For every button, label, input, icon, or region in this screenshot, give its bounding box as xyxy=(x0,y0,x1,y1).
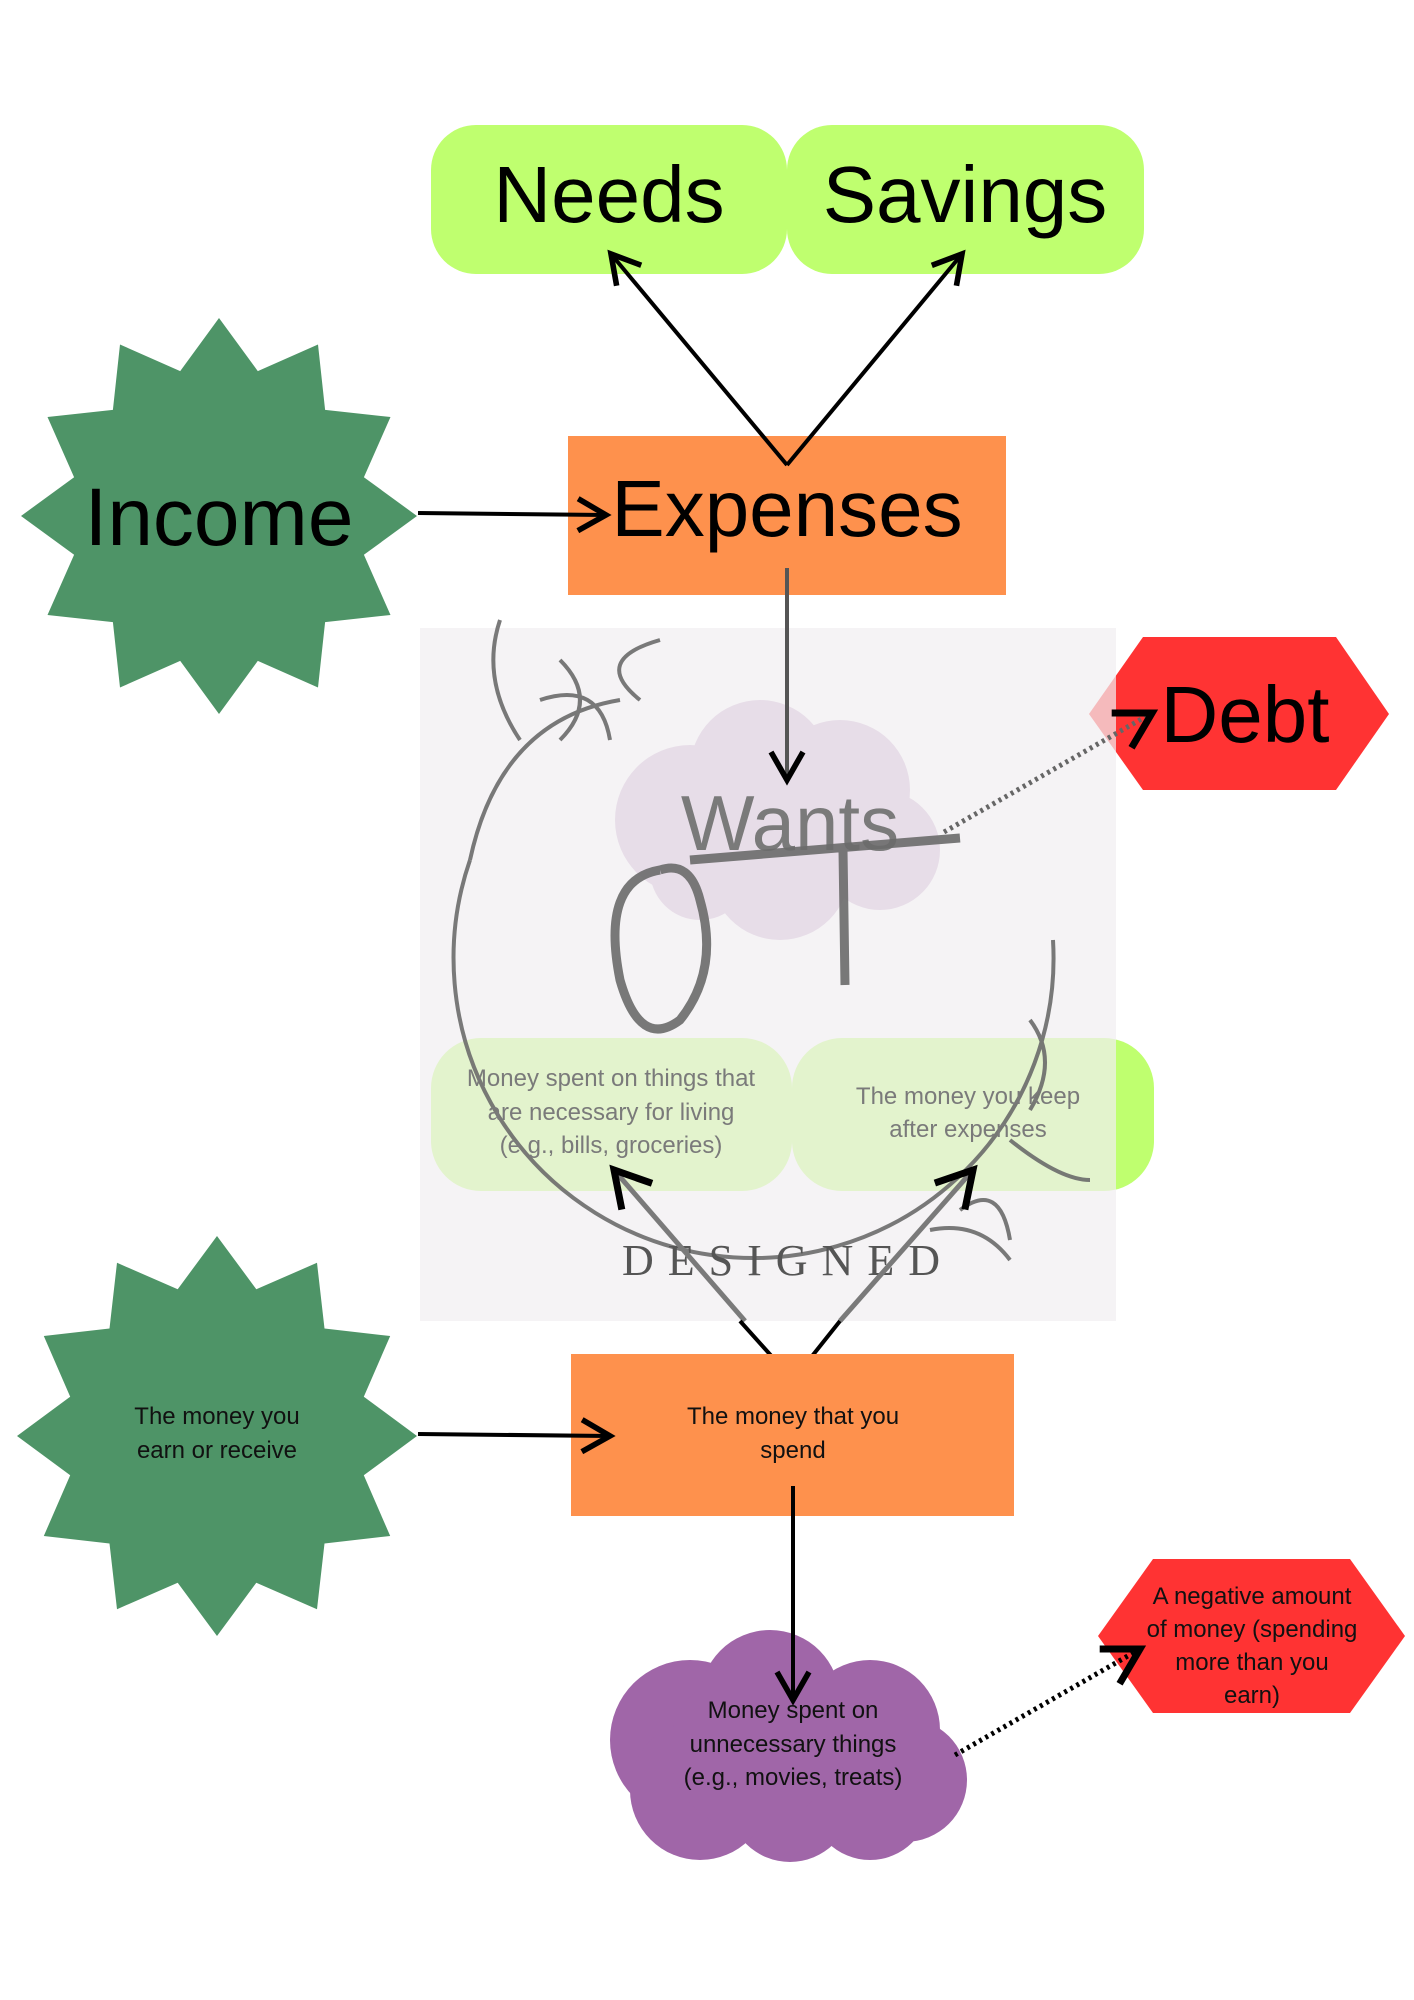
savings-box xyxy=(787,125,1144,274)
needs-box xyxy=(431,125,787,274)
income-label: Income xyxy=(85,472,354,563)
monogram-t xyxy=(689,833,961,986)
wants-definition-line-2: unnecessary things xyxy=(690,1731,897,1758)
needs-definition-line-2: are necessary for living xyxy=(488,1099,735,1126)
arrow-income-to-expenses xyxy=(417,496,612,534)
arrow-spend-to-savings-faded xyxy=(838,1164,978,1323)
debt-definition-hexagon xyxy=(1098,1559,1405,1713)
arrow-spend-to-needs-faded xyxy=(609,1164,747,1323)
savings-definition-line-1: The money you keep xyxy=(856,1083,1080,1110)
income-definition-line-1: The money you xyxy=(134,1403,299,1430)
arrow-expenses-to-savings xyxy=(785,249,966,467)
needs-definition-line-1: Money spent on things that xyxy=(467,1065,756,1092)
arrow-expenses-to-needs xyxy=(607,249,789,467)
wants-definition-line-3: (e.g., movies, treats) xyxy=(684,1764,903,1791)
watermark-panel xyxy=(420,628,1116,1321)
watermark-logo xyxy=(451,619,1091,1262)
debt-definition-line-2: of money (spending xyxy=(1147,1616,1358,1643)
income-definition-star xyxy=(17,1236,417,1636)
savings-definition-line-2: after expenses xyxy=(889,1116,1046,1143)
expenses-definition-line-2: spend xyxy=(760,1437,825,1464)
needs-label: Needs xyxy=(493,150,724,239)
wants-definition-line-1: Money spent on xyxy=(708,1697,879,1724)
expenses-label: Expenses xyxy=(611,464,962,553)
debt-definition-line-4: earn) xyxy=(1224,1682,1280,1709)
debt-definition-line-1: A negative amount xyxy=(1153,1583,1352,1610)
debt-label: Debt xyxy=(1161,670,1330,759)
dotted-arrow-wants-def-to-debt-def xyxy=(953,1645,1147,1758)
wants-definition-cloud xyxy=(610,1630,967,1862)
monogram-o xyxy=(610,863,712,1034)
dotted-arrow-wants-to-debt xyxy=(942,709,1159,835)
arrow-income-def-to-expenses-def xyxy=(417,1417,616,1455)
needs-definition-line-3: (e.g., bills, groceries) xyxy=(500,1132,723,1159)
expenses-definition-line-1: The money that you xyxy=(687,1403,899,1430)
income-definition-line-2: earn or receive xyxy=(137,1437,297,1464)
debt-hexagon xyxy=(1089,637,1389,790)
income-star xyxy=(21,318,417,714)
debt-definition-line-3: more than you xyxy=(1175,1649,1328,1676)
watermark-label: DESIGNED xyxy=(622,1236,954,1285)
savings-label: Savings xyxy=(823,150,1108,239)
